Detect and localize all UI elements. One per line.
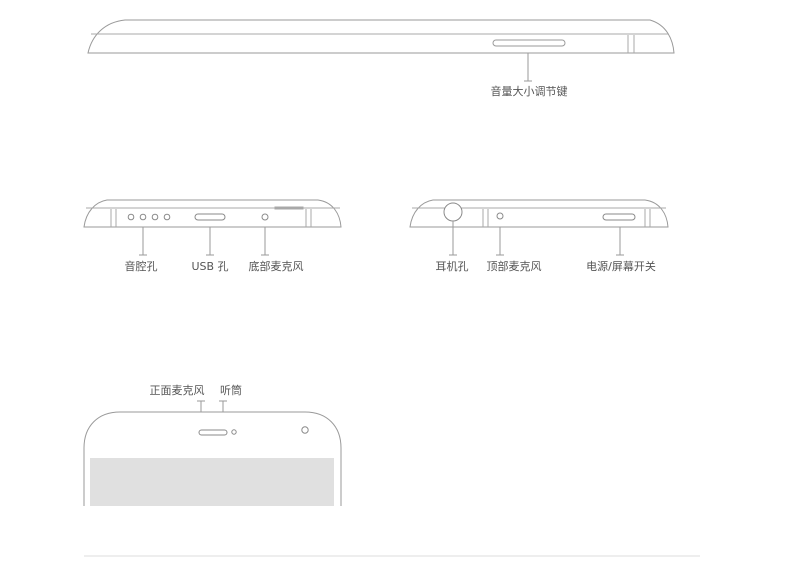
headphone-jack-label: 耳机孔 <box>436 259 469 273</box>
top-mic-hole <box>496 212 504 220</box>
front-mic-label: 正面麦克风 <box>150 384 205 397</box>
usb-port-label: USB 孔 <box>191 260 228 273</box>
volume-key <box>492 39 566 47</box>
headphone-jack <box>443 202 463 222</box>
top-edge-body <box>409 199 669 228</box>
speaker-hole <box>151 213 159 221</box>
speaker-hole-label: 音腔孔 <box>125 259 158 273</box>
earpiece-label: 听筒 <box>220 383 242 397</box>
earpiece-slot <box>198 429 228 436</box>
bottom-edge-notch <box>274 206 304 210</box>
power-key <box>602 213 636 221</box>
speaker-hole <box>163 213 171 221</box>
front-mic-hole <box>231 429 237 435</box>
front-view: 正面麦克风 听筒 <box>83 383 342 506</box>
usb-port <box>194 213 226 221</box>
bottom-mic-hole <box>261 213 269 221</box>
front-camera <box>301 426 309 434</box>
top-mic-label: 顶部麦克风 <box>487 259 542 273</box>
top-edge-view: 耳机孔 顶部麦克风 电源/屏幕开关 <box>409 199 669 273</box>
side-view: 音量大小调节键 <box>87 19 675 98</box>
volume-key-label: 音量大小调节键 <box>491 84 568 98</box>
side-view-body <box>87 19 675 54</box>
bottom-edge-view: 音腔孔 USB 孔 底部麦克风 <box>83 199 342 273</box>
speaker-hole <box>139 213 147 221</box>
speaker-hole <box>127 213 135 221</box>
power-key-label: 电源/屏幕开关 <box>586 259 656 273</box>
bottom-mic-label: 底部麦克风 <box>249 259 304 273</box>
screen <box>90 458 334 506</box>
